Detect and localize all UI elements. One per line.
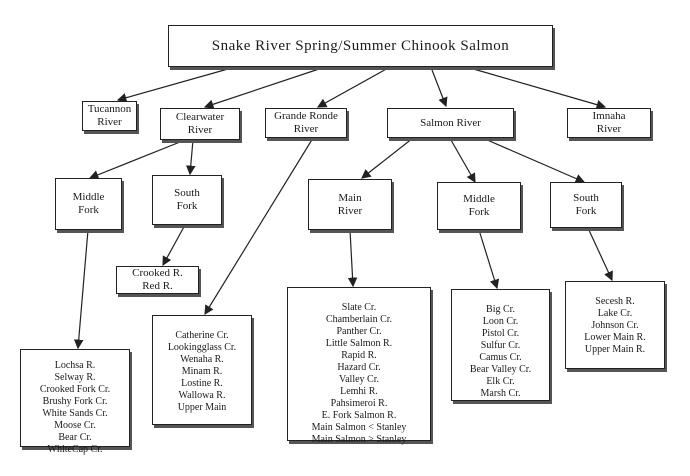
label-line: Main Salmon > Stanley — [311, 434, 407, 445]
label-line: Lookingglass Cr. — [167, 342, 237, 353]
edge-root-clearwater — [203, 66, 326, 109]
root-title: Snake River Spring/Summer Chinook Salmon — [211, 37, 510, 54]
label-line: Grande Ronde — [274, 110, 338, 122]
label-line: South — [573, 192, 599, 204]
edge-clearwater-south — [185, 139, 196, 176]
label-line: Loon Cr. — [482, 316, 519, 327]
node-salmon-main-populations: Slate Cr. Chamberlain Cr. Panther Cr. Li… — [287, 287, 431, 445]
label-line: Lake Cr. — [597, 308, 633, 319]
label-line: South — [174, 187, 200, 199]
label-line: Lower Main R. — [584, 332, 646, 343]
label-line: Catherine Cr. — [175, 330, 229, 341]
label-line: Upper Main — [177, 402, 227, 413]
label-line: Hazard Cr. — [337, 362, 381, 373]
node-grande-ronde-river: Grande Ronde River — [265, 108, 347, 138]
edge-middle-lochsa — [73, 229, 89, 350]
label-line: Camus Cr. — [479, 352, 522, 363]
node-clearwater-river: Clearwater River — [160, 108, 240, 140]
label-line: Elk Cr. — [486, 376, 515, 387]
label-line: Marsh Cr. — [480, 388, 521, 399]
edge-root-imnaha — [469, 67, 607, 110]
edge-south-secesh — [587, 227, 613, 282]
label-line: Upper Main R. — [584, 344, 646, 355]
label-line: Chamberlain Cr. — [325, 314, 393, 325]
label-line: Lostine R. — [181, 378, 223, 389]
edge-clearwater-middle — [88, 139, 186, 180]
label-line: Red R. — [142, 280, 173, 292]
label-line: River — [187, 124, 213, 136]
label-line: Crooked R. — [132, 267, 183, 279]
edge-middle-big — [478, 229, 500, 290]
label-line: Middle — [463, 193, 495, 205]
label-line: Valley Cr. — [339, 374, 379, 385]
node-grande-ronde-populations: Catherine Cr. Lookingglass Cr. Wenaha R.… — [152, 315, 252, 425]
label-line: White Sands Cr. — [42, 408, 108, 419]
node-clearwater-middle-fork: Middle Fork — [55, 178, 122, 230]
node-salmon-middle-fork: Middle Fork — [437, 182, 521, 230]
edge-salmon-south — [484, 138, 586, 184]
label-line: Lochsa R. — [54, 360, 96, 371]
node-salmon-south-fork: South Fork — [550, 182, 622, 228]
label-line: Pistol Cr. — [481, 328, 520, 339]
label-line: River — [596, 123, 622, 135]
edge-root-tucannon — [116, 66, 236, 103]
label-line: Fork — [468, 206, 490, 218]
label-line: River — [293, 123, 319, 135]
label-line: Moose Cr. — [54, 420, 96, 431]
edge-salmon-main — [361, 137, 414, 179]
label-line: Bear Cr. — [58, 432, 92, 443]
label-line: Pahsimeroi R. — [330, 398, 388, 409]
label-line: WhiteCap Cr. — [47, 444, 103, 455]
label-line: Bear Valley Cr. — [469, 364, 532, 375]
label-line: River — [97, 116, 122, 128]
edge-south-crooked — [162, 224, 186, 267]
label-line: Fork — [575, 205, 597, 217]
label-line: Sulfur Cr. — [480, 340, 521, 351]
node-salmon-main-river: Main River — [308, 179, 392, 230]
label-line: Middle — [72, 191, 105, 203]
label-line: Fork — [78, 204, 99, 216]
node-salmon-south-populations: Secesh R. Lake Cr. Johnson Cr. Lower Mai… — [565, 281, 665, 369]
label-line: Brushy Fork Cr. — [42, 396, 108, 407]
edge-root-granderonde — [316, 66, 391, 108]
node-salmon-middle-populations: Big Cr. Loon Cr. Pistol Cr. Sulfur Cr. C… — [451, 289, 550, 401]
label-line: Main Salmon < Stanley — [311, 422, 407, 433]
node-imnaha-river: Imnaha River — [567, 108, 651, 138]
node-crooked-red: Crooked R. Red R. — [116, 266, 199, 294]
edge-main-slate — [347, 229, 358, 288]
label-line: Little Salmon R. — [325, 338, 393, 349]
edge-root-salmon — [431, 69, 448, 108]
node-salmon-river: Salmon River — [387, 108, 514, 138]
edge-salmon-middle — [450, 139, 476, 184]
label-line: E. Fork Salmon R. — [321, 410, 397, 421]
label-line: Panther Cr. — [336, 326, 382, 337]
label-line: Minam R. — [181, 366, 223, 377]
label-line: Johnson Cr. — [591, 320, 639, 331]
label-line: Selway R. — [54, 372, 96, 383]
label-line: Wallowa R. — [178, 390, 226, 401]
label-line: Fork — [176, 200, 198, 212]
label-line: Slate Cr. — [341, 302, 377, 313]
root-node: Snake River Spring/Summer Chinook Salmon — [168, 25, 553, 67]
label-line: Wenaha R. — [180, 354, 224, 365]
edge-granderonde-catherine — [204, 137, 314, 316]
label-line: River — [337, 204, 363, 217]
label-line: Secesh R. — [595, 296, 635, 307]
label-line: Main — [338, 191, 362, 204]
node-tucannon-river: Tucannon River — [82, 101, 137, 131]
label-line: Clearwater — [175, 111, 225, 123]
label-line: Big Cr. — [486, 304, 515, 315]
node-clearwater-south-fork: South Fork — [152, 175, 222, 225]
label-line: Rapid R. — [341, 350, 377, 361]
label-line: Tucannon — [87, 103, 132, 115]
label-line: Salmon River — [420, 116, 481, 129]
label-line: Imnaha — [592, 110, 626, 122]
label-line: Lemhi R. — [340, 386, 378, 397]
node-clearwater-middle-populations: Lochsa R. Selway R. Crooked Fork Cr. Bru… — [20, 349, 130, 455]
label-line: Crooked Fork Cr. — [39, 384, 111, 395]
